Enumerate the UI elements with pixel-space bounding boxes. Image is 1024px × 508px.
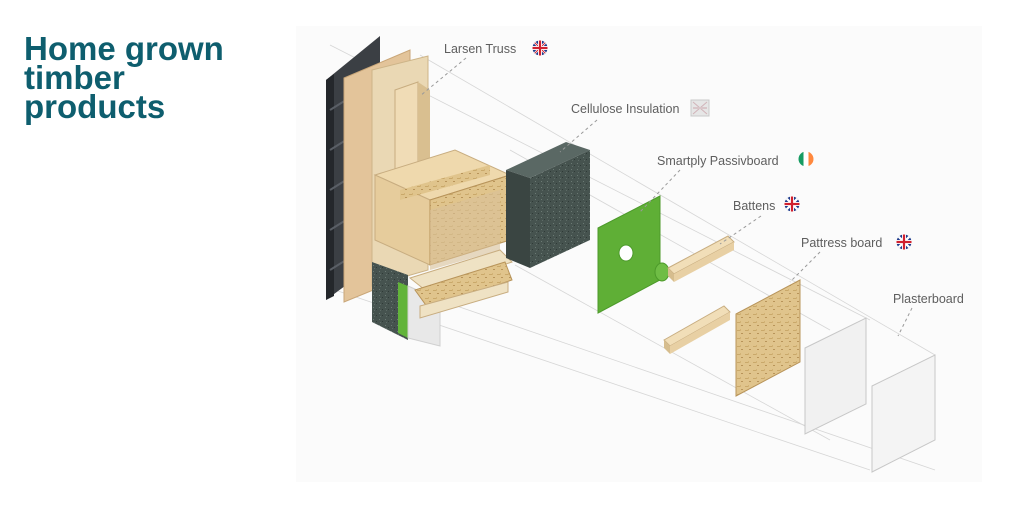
larsen-truss [373,81,512,270]
uk-flag-icon [896,234,912,250]
label-smartply-passivboard: Smartply Passivboard [657,154,779,168]
lower-assembly [372,249,513,347]
exploded-wall-diagram: Larsen Truss Cellulose Insulation Smartp… [296,26,982,482]
placeholder-flag-icon [690,99,710,117]
label-plasterboard: Plasterboard [893,292,964,306]
cellulose-insulation-block [506,142,590,268]
leader-lines [419,57,913,337]
uk-flag-icon [784,196,800,212]
title-line-2: timber [24,59,125,96]
pattress-board [735,279,801,397]
label-battens: Battens [733,199,775,213]
title-line-1: Home grown [24,30,224,67]
label-cellulose-insulation: Cellulose Insulation [571,102,679,116]
title-line-3: products [24,88,166,125]
battens [663,235,735,354]
label-pattress-board: Pattress board [801,236,882,250]
label-larsen-truss: Larsen Truss [444,42,516,56]
ireland-flag-icon [798,151,814,167]
uk-flag-icon [532,40,548,56]
smartply-passivboard [597,195,670,314]
page-title: Home grown timber products [24,30,274,125]
plasterboards [804,317,936,473]
